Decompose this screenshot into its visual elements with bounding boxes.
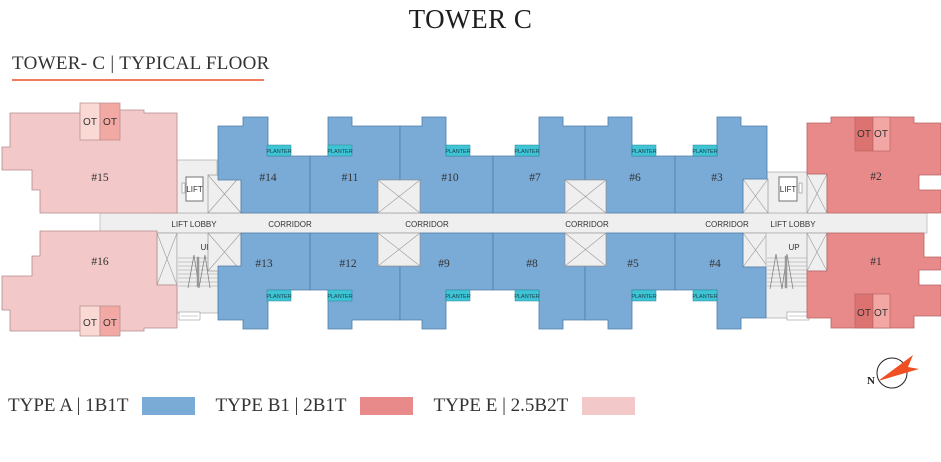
legend-item-type-b1: TYPE B1 | 2B1T xyxy=(215,395,414,417)
corridor-label: CORRIDOR xyxy=(268,220,312,229)
unit-1[interactable]: OT OT #1 xyxy=(806,232,941,329)
lift-lobby-label-right: LIFT LOBBY xyxy=(770,220,816,229)
planter: PLANTER xyxy=(327,144,353,157)
planter: PLANTER xyxy=(514,289,540,302)
svg-text:PLANTER: PLANTER xyxy=(445,294,470,300)
ot-16-b xyxy=(99,305,121,337)
ot-15-b xyxy=(99,102,121,141)
unit-label-13: #13 xyxy=(255,258,273,270)
ot-label: OT xyxy=(857,129,871,140)
unit-11[interactable]: #11 xyxy=(309,116,401,214)
unit-13[interactable]: #13 xyxy=(217,232,311,330)
svg-text:PLANTER: PLANTER xyxy=(327,149,352,155)
legend-swatch-type-a xyxy=(142,397,196,415)
unit-label-10: #10 xyxy=(441,172,459,184)
planter: PLANTER xyxy=(266,144,292,157)
ot-1-b xyxy=(872,293,891,329)
legend-item-type-e: TYPE E | 2.5B2T xyxy=(433,395,636,417)
legend-swatch-type-e xyxy=(582,397,636,415)
unit-label-2: #2 xyxy=(870,171,882,183)
ot-label: OT xyxy=(103,318,117,329)
ot-2-b xyxy=(872,116,891,152)
unit-label-4: #4 xyxy=(709,258,721,270)
ot-label: OT xyxy=(83,117,97,128)
unit-label-5: #5 xyxy=(627,258,639,270)
floor-subtitle: TOWER- C | TYPICAL FLOOR xyxy=(12,53,270,74)
svg-text:PLANTER: PLANTER xyxy=(445,149,470,155)
ot-label: OT xyxy=(83,318,97,329)
corridor-label: CORRIDOR xyxy=(405,220,449,229)
lift-car-left xyxy=(185,176,204,202)
unit-label-1: #1 xyxy=(870,256,882,268)
ot-label: OT xyxy=(874,308,888,319)
up-label-right: UP xyxy=(788,243,799,252)
right-core: LIFT UP xyxy=(742,171,828,321)
unit-label-6: #6 xyxy=(629,172,641,184)
svg-text:PLANTER: PLANTER xyxy=(631,294,656,300)
corridor-label: CORRIDOR xyxy=(705,220,749,229)
planter: PLANTER xyxy=(631,289,657,302)
svg-text:PLANTER: PLANTER xyxy=(514,294,539,300)
planter: PLANTER xyxy=(631,144,657,157)
legend-label: TYPE B1 | 2B1T xyxy=(215,395,347,416)
unit-16[interactable]: OT OT #16 xyxy=(1,230,178,337)
unit-label-9: #9 xyxy=(438,258,450,270)
unit-label-15: #15 xyxy=(91,172,109,184)
planter: PLANTER xyxy=(445,144,471,157)
unit-14[interactable]: #14 xyxy=(217,116,311,214)
planter: PLANTER xyxy=(692,289,718,302)
svg-text:PLANTER: PLANTER xyxy=(327,294,352,300)
unit-label-3: #3 xyxy=(711,172,723,184)
north-compass-icon: N xyxy=(867,355,919,389)
unit-label-12: #12 xyxy=(339,258,357,270)
svg-text:PLANTER: PLANTER xyxy=(514,149,539,155)
legend-label: TYPE A | 1B1T xyxy=(8,395,129,416)
planter: PLANTER xyxy=(445,289,471,302)
page-title: TOWER C xyxy=(408,4,533,34)
svg-text:PLANTER: PLANTER xyxy=(631,149,656,155)
subtitle-underline xyxy=(12,79,264,81)
ot-label: OT xyxy=(857,308,871,319)
legend-item-type-a: TYPE A | 1B1T xyxy=(8,395,196,417)
unit-10[interactable]: #10 xyxy=(399,116,494,214)
unit-label-16: #16 xyxy=(91,256,109,268)
svg-text:PLANTER: PLANTER xyxy=(266,294,291,300)
lift-label-right: LIFT xyxy=(780,185,797,194)
unit-type-legend: TYPE A | 1B1T TYPE B1 | 2B1T TYPE E | 2.… xyxy=(8,395,655,417)
unit-15[interactable]: OT OT #15 xyxy=(1,102,178,214)
north-label: N xyxy=(867,375,875,387)
lift-lobby-label-left: LIFT LOBBY xyxy=(171,220,217,229)
shaft-10-11 xyxy=(377,179,421,214)
shaft-6-7 xyxy=(564,179,607,214)
lift-label-left: LIFT xyxy=(186,185,203,194)
shaft-5-8 xyxy=(564,232,607,267)
unit-2[interactable]: OT OT #2 xyxy=(806,116,941,214)
svg-text:PLANTER: PLANTER xyxy=(692,149,717,155)
planter: PLANTER xyxy=(266,289,292,302)
corridor-label: CORRIDOR xyxy=(565,220,609,229)
ot-label: OT xyxy=(874,129,888,140)
unit-label-8: #8 xyxy=(526,258,538,270)
planter: PLANTER xyxy=(327,289,353,302)
up-label-left: UP xyxy=(200,243,211,252)
unit-label-7: #7 xyxy=(529,172,541,184)
legend-swatch-type-b1 xyxy=(360,397,414,415)
lift-car-right xyxy=(778,176,798,202)
svg-text:PLANTER: PLANTER xyxy=(266,149,291,155)
ot-label: OT xyxy=(103,117,117,128)
staircase-right xyxy=(767,253,807,290)
unit-label-14: #14 xyxy=(259,172,277,184)
planter: PLANTER xyxy=(514,144,540,157)
svg-text:PLANTER: PLANTER xyxy=(692,294,717,300)
unit-3[interactable]: #3 xyxy=(674,116,768,214)
shaft-9-12 xyxy=(377,232,421,267)
legend-label: TYPE E | 2.5B2T xyxy=(433,395,569,416)
unit-label-11: #11 xyxy=(342,172,359,184)
planter: PLANTER xyxy=(692,144,718,157)
